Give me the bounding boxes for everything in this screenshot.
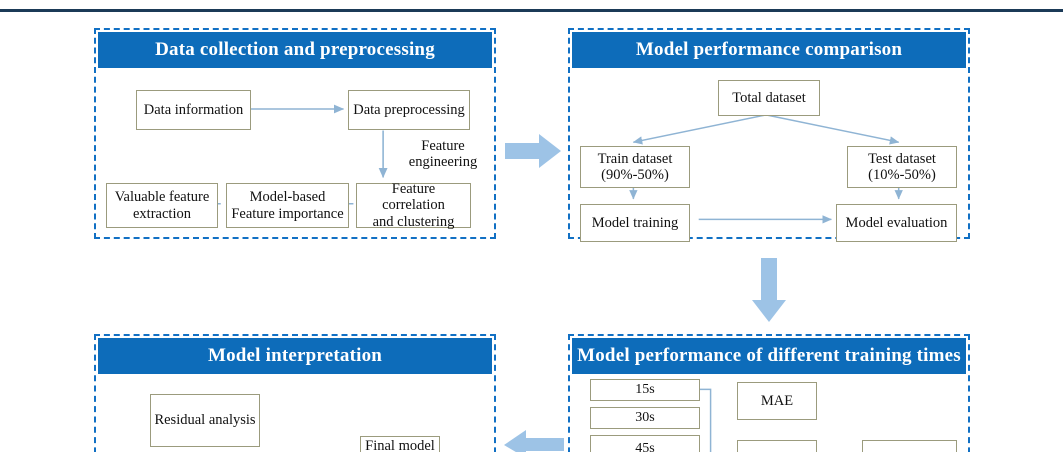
panel-model-comparison-title: Model performance comparison	[572, 32, 966, 68]
flow-arrow-left-panel4-to-panel3	[504, 430, 564, 452]
panel-model-interpretation-title: Model interpretation	[98, 338, 492, 374]
top-divider-rule	[0, 9, 1063, 12]
panel-data-collection-title: Data collection and preprocessing	[98, 32, 492, 68]
node-model-evaluation[interactable]: Model evaluation	[836, 204, 957, 242]
node-test-dataset-label: Test dataset(10%-50%)	[868, 150, 936, 183]
panel-data-collection-body: Data information Data preprocessing Feat…	[98, 68, 492, 235]
node-time-15s[interactable]: 15s	[590, 379, 700, 401]
node-time-45s[interactable]: 45s	[590, 435, 700, 452]
flow-arrow-right-panel1-to-panel2	[505, 134, 561, 168]
node-data-information[interactable]: Data information	[136, 90, 251, 130]
node-metric-3[interactable]	[862, 440, 957, 452]
node-final-model[interactable]: Final model	[360, 436, 440, 452]
node-time-30s[interactable]: 30s	[590, 407, 700, 429]
panel-training-times: Model performance of different training …	[568, 334, 970, 452]
panel-model-comparison-body: Total dataset Train dataset(90%-50%) Tes…	[572, 68, 966, 242]
node-total-dataset[interactable]: Total dataset	[718, 80, 820, 116]
panel-model-interpretation: Model interpretation Residual analysis F…	[94, 334, 496, 452]
panel-training-times-body: 15s 30s 45s MAE	[572, 374, 966, 452]
panel-training-times-title: Model performance of different training …	[572, 338, 966, 374]
node-train-dataset-label: Train dataset(90%-50%)	[597, 150, 673, 183]
panel-model-interpretation-body: Residual analysis Final model	[98, 374, 492, 452]
node-metric-mae[interactable]: MAE	[737, 382, 817, 420]
panel-model-comparison: Model performance comparison Total data	[568, 28, 970, 242]
node-model-training[interactable]: Model training	[580, 204, 690, 242]
node-metric-2[interactable]	[737, 440, 817, 452]
flow-arrow-down-panel2-to-panel4	[752, 258, 786, 322]
node-data-preprocessing[interactable]: Data preprocessing	[348, 90, 470, 130]
panel-data-collection: Data collection and preprocessing	[94, 28, 496, 239]
node-train-dataset[interactable]: Train dataset(90%-50%)	[580, 146, 690, 188]
node-residual-analysis[interactable]: Residual analysis	[150, 394, 260, 447]
node-test-dataset[interactable]: Test dataset(10%-50%)	[847, 146, 957, 188]
